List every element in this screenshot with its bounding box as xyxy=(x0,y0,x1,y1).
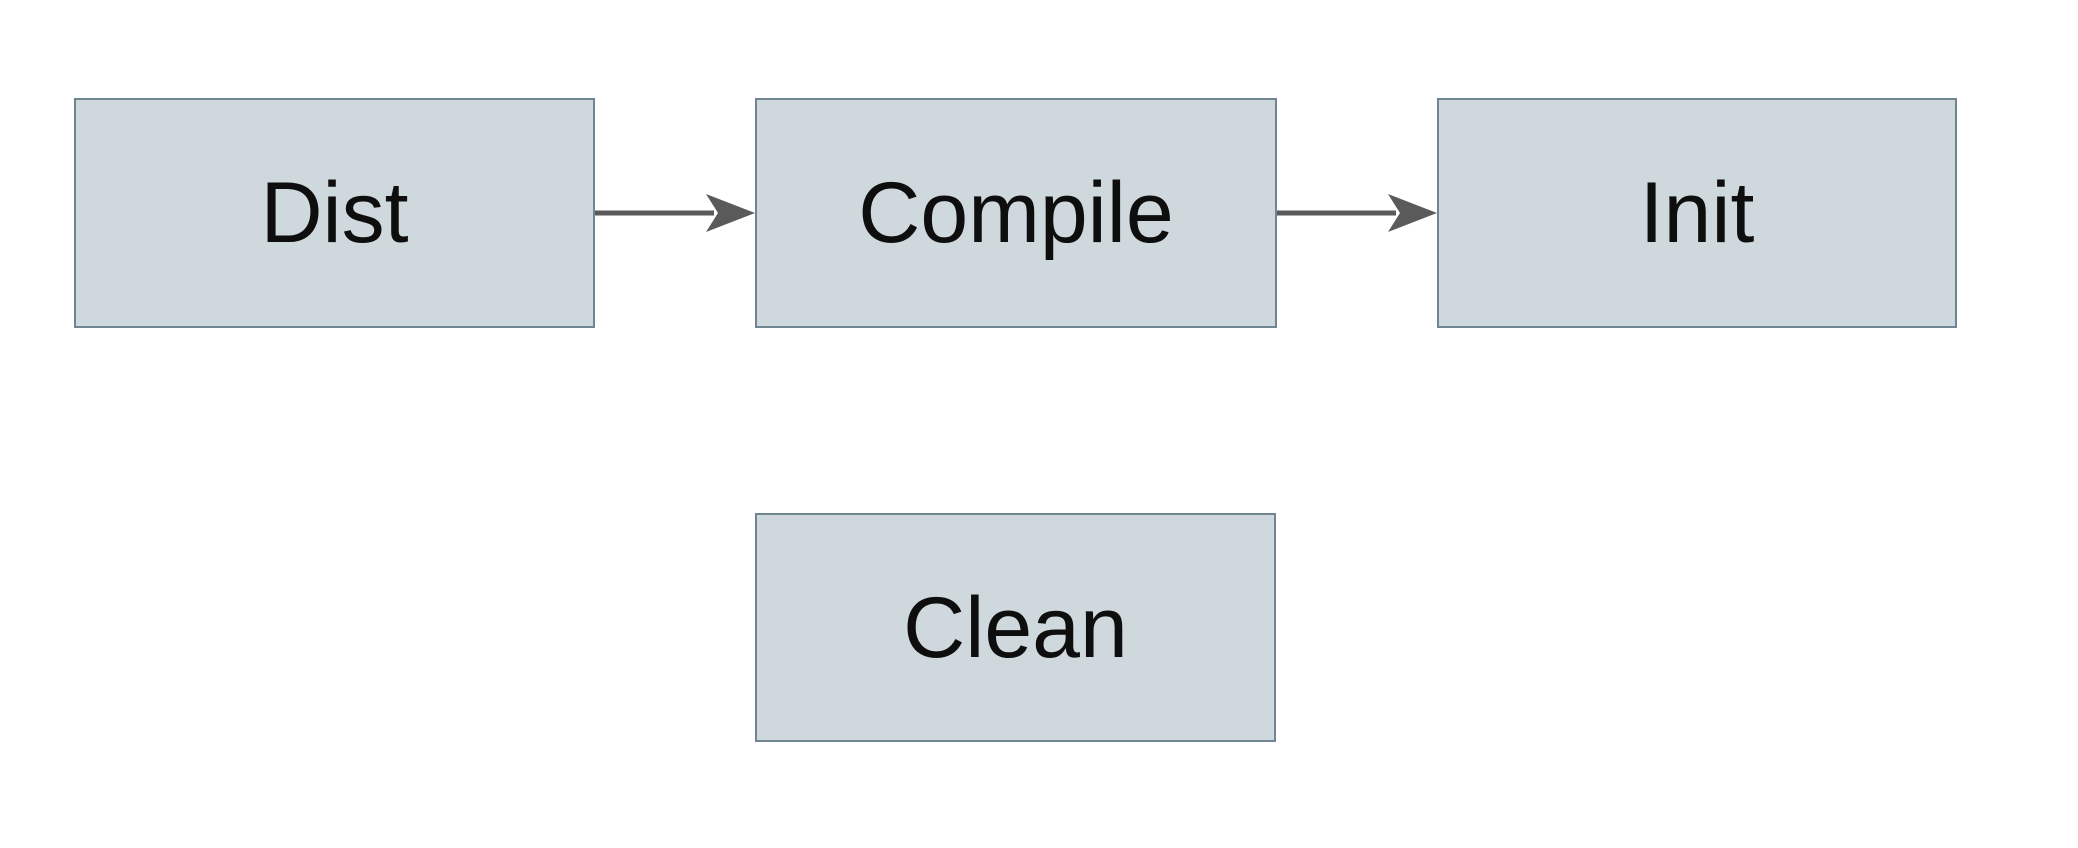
node-init-label: Init xyxy=(1639,165,1755,261)
node-compile-label: Compile xyxy=(858,165,1174,261)
arrow-dist-to-compile[interactable] xyxy=(595,191,755,235)
node-dist[interactable]: Dist xyxy=(74,98,595,328)
arrow-compile-to-init[interactable] xyxy=(1277,191,1437,235)
node-dist-label: Dist xyxy=(260,165,409,261)
node-compile[interactable]: Compile xyxy=(755,98,1277,328)
node-clean-label: Clean xyxy=(903,579,1128,676)
arrow-head-icon xyxy=(706,194,755,232)
node-clean[interactable]: Clean xyxy=(755,513,1276,742)
node-init[interactable]: Init xyxy=(1437,98,1957,328)
arrow-head-icon xyxy=(1388,194,1437,232)
